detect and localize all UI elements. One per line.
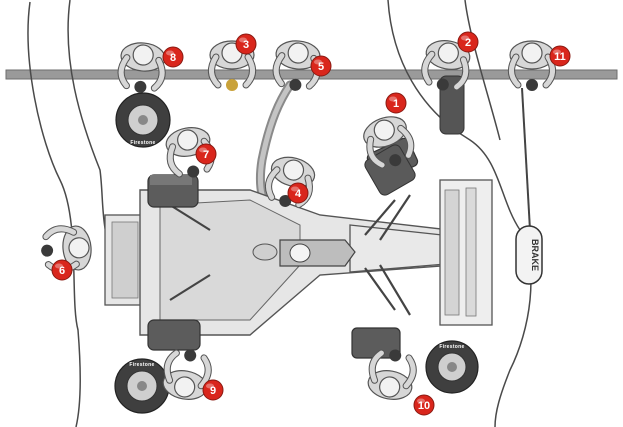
pit-box-outer-left-boundary [27,1,81,427]
crew-number-badge: 6 [51,259,73,281]
wheel-gun-icon [279,194,292,207]
crew-number-badge: 7 [195,143,217,165]
person-topdown-icon [367,349,417,400]
crew-number-label: 1 [393,98,399,110]
person-topdown-icon [272,40,321,91]
crew-number-label: 6 [59,265,65,277]
crew-number-badge: 3 [235,33,257,55]
wheel-gun-icon [389,349,402,362]
lollipop-board-icon [515,225,543,285]
race-car [104,137,493,359]
spare-tyre-held [439,75,465,135]
svg-text:Firestone: Firestone [439,344,464,350]
crew-number-label: 2 [465,37,471,49]
wheel-gun-icon [289,78,302,91]
person-topdown-icon [117,42,166,93]
spare-tyre-held [364,144,416,196]
crew-number-label: 11 [554,51,566,63]
wheel-gun-icon [226,79,238,91]
crew-number-badges: 1 2 3 4 5 6 7 8 9 10 11 [51,31,571,416]
person-topdown-icon [363,116,415,169]
crew-number-label: 3 [243,39,249,51]
tyre-icon: Firestone [115,92,171,148]
crew-number-badge: 8 [162,46,184,68]
person-topdown-icon [421,40,471,91]
pit-box-right-boundary [387,0,532,427]
crew-number-badge: 1 [385,92,407,114]
brake-board-label: BRAKE [530,239,540,271]
crew-number-badge: 2 [457,31,479,53]
tyre-icon: Firestone [425,340,479,394]
tyre-icon: Firestone [114,358,170,414]
airbox [252,243,278,261]
crew-number-label: 5 [318,61,324,73]
crew-number-badge: 11 [549,45,571,67]
wheel-gun-icon [526,79,538,91]
pit-lane-line [5,69,618,80]
suspension [169,194,411,316]
crew-number-label: 10 [418,400,430,412]
driver-helmet [289,243,311,263]
person-topdown-icon [508,40,556,91]
wheel-gun-icon [41,244,54,257]
crew-number-label: 9 [210,385,216,397]
wheel-gun-icon [436,78,449,91]
wheel-gun-icon [389,154,402,167]
svg-text:Firestone: Firestone [130,140,155,146]
svg-text:Firestone: Firestone [129,362,154,368]
crew-members [41,40,556,400]
wheel-gun-icon [187,165,200,178]
person-topdown-icon [264,156,316,209]
crew-number-badge: 4 [287,182,309,204]
crew-number-label: 7 [203,149,209,161]
crew-number-label: 8 [170,52,176,64]
crew-number-badge: 5 [310,55,332,77]
lollipop-pole [521,87,531,231]
pit-box-right-inner-boundary [464,0,501,141]
wheel-gun-icon [134,80,147,93]
rear-right-wheel [147,319,201,351]
jack-icon [150,175,192,185]
crew-number-badge: 10 [413,394,435,416]
crew-number-badge: 9 [202,379,224,401]
crew-number-label: 4 [295,188,302,200]
wheel-gun-icon [184,349,197,362]
